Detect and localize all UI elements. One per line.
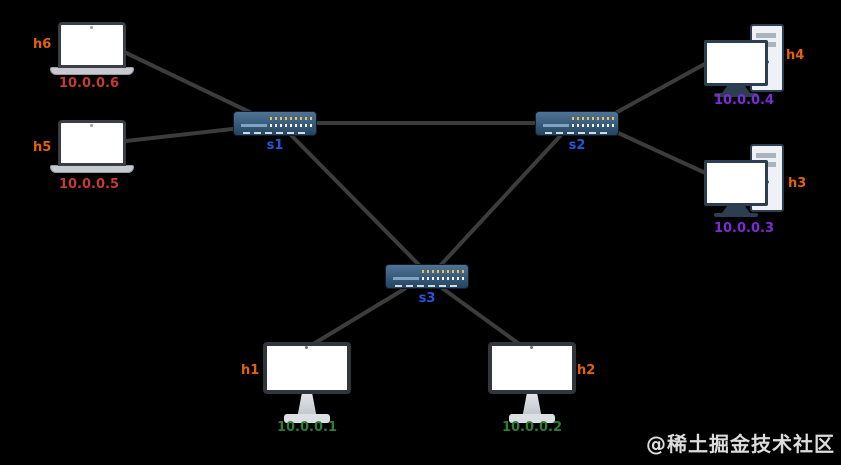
host-h2-ip: 10.0.0.2: [501, 420, 563, 435]
link-s3-h2: [440, 286, 524, 348]
host-h2-node: [488, 342, 576, 423]
link-s3-h1: [308, 286, 408, 348]
laptop-icon: [58, 120, 126, 166]
monitor-foot: [284, 414, 330, 423]
link-s2-h4: [609, 58, 713, 118]
link-h6-s1: [119, 48, 263, 120]
watermark: @稀土掘金技术社区: [646, 432, 835, 456]
host-h1-node: [263, 342, 351, 423]
desktop-foot: [714, 213, 758, 217]
host-h2-label: h2: [577, 363, 596, 378]
host-h4-node: [704, 24, 790, 98]
host-h1-label: h1: [241, 363, 260, 378]
switch-s3-icon: [385, 264, 469, 289]
host-h3-ip: 10.0.0.3: [713, 221, 775, 236]
desktop-stand: [722, 206, 750, 213]
host-h4-label: h4: [786, 48, 805, 63]
switch-s3-label: s3: [418, 291, 436, 306]
desktop-screen-icon: [704, 40, 768, 86]
host-h1-ip: 10.0.0.1: [276, 420, 338, 435]
link-s2-s3: [436, 132, 564, 270]
laptop-icon: [58, 22, 126, 68]
host-h5-ip: 10.0.0.5: [58, 177, 120, 192]
monitor-neck: [522, 394, 542, 414]
host-h6-label: h6: [33, 37, 52, 52]
switch-s1-label: s1: [266, 138, 284, 153]
link-h5-s1: [125, 125, 251, 143]
monitor-neck: [297, 394, 317, 414]
switch-s2-icon: [535, 111, 619, 136]
host-h5-label: h5: [33, 140, 52, 155]
desktop-screen-icon: [704, 160, 768, 206]
monitor-icon: [488, 342, 576, 394]
monitor-icon: [263, 342, 351, 394]
laptop-base: [50, 67, 134, 75]
laptop-base: [50, 165, 134, 173]
link-s2-h3: [613, 129, 713, 178]
host-h3-node: [704, 144, 790, 218]
switch-s1-icon: [233, 111, 317, 136]
host-h5-node: [50, 120, 134, 173]
host-h6-ip: 10.0.0.6: [58, 76, 120, 91]
host-h4-ip: 10.0.0.4: [713, 93, 775, 108]
desktop-foot: [714, 93, 758, 97]
link-s1-s3: [288, 132, 424, 270]
desktop-stand: [722, 86, 750, 93]
switch-s2-label: s2: [568, 138, 586, 153]
host-h6-node: [50, 22, 134, 75]
host-h3-label: h3: [788, 176, 807, 191]
monitor-foot: [509, 414, 555, 423]
